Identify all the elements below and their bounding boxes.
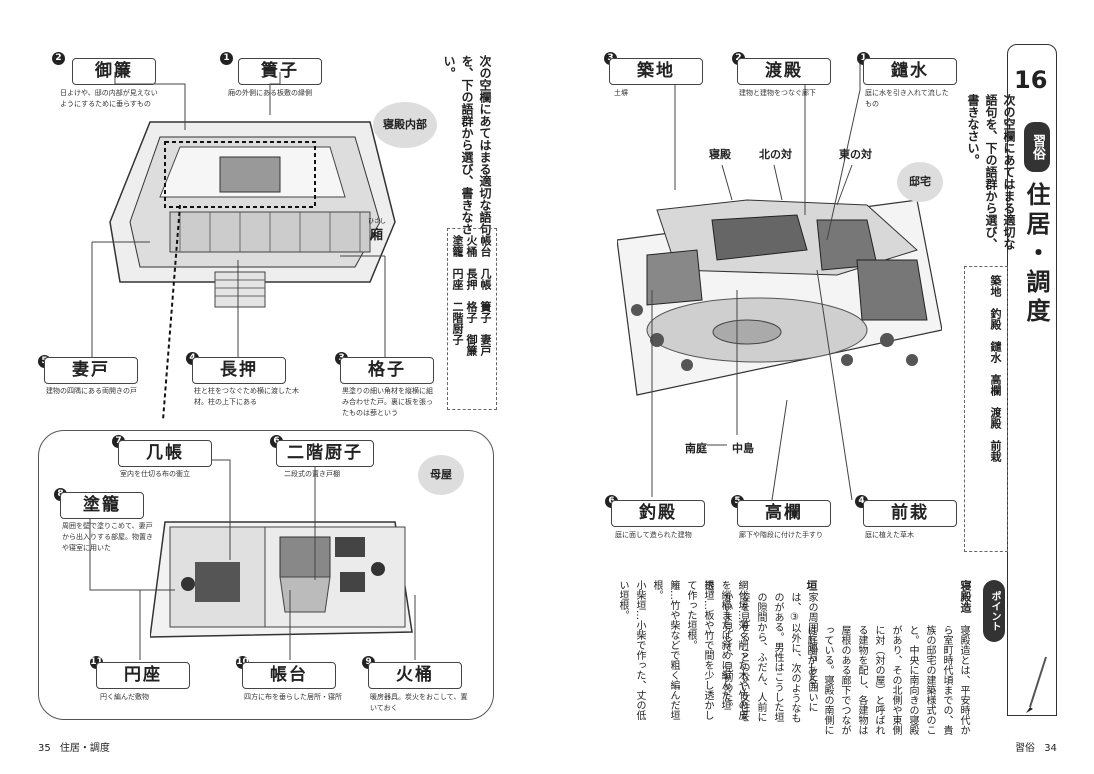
kaki-item: 小柴垣…小柴で作った、丈の低い垣根。 [617, 580, 645, 720]
unit-number: 16 [1014, 66, 1048, 94]
word-bank-item: 鑓水 [989, 341, 1002, 363]
footer-category: 習俗 [1015, 743, 1035, 754]
term-box-nageshi: 長押 [192, 357, 286, 384]
term-desc: 柱と柱をつなぐため横に渡した木材。柱の上下にある [194, 387, 299, 406]
callout-number: 2 [52, 52, 65, 65]
term-box-tsumado: 妻戸 [44, 357, 138, 384]
moya-illustration [150, 521, 413, 638]
category-badge: 習俗 [1024, 122, 1050, 172]
term-desc: 庭に面して造られた建物 [615, 531, 692, 539]
estate-illustration [617, 199, 942, 396]
term-desc: 庭に植えた草木 [865, 531, 914, 539]
term-box-senzai: 前栽 [863, 500, 957, 527]
left-page: 2 御簾 日よけや、邸の内部が見えないようにするために垂らすもの 1 簀子 廂の… [38, 52, 497, 754]
word-bank-item: 前栽 [989, 440, 1002, 462]
word-bank-item: 格子 [465, 301, 478, 323]
moya-panel [38, 430, 494, 720]
word-bank-item: 長押 [465, 268, 478, 290]
building-label-nakajima: 中島 [732, 442, 754, 455]
word-bank-item: 簀子 [479, 301, 492, 323]
building-label-kitanotai: 北の対 [759, 148, 792, 161]
word-bank-item: 円座 [451, 268, 464, 290]
kaki-title: 垣 [805, 580, 818, 591]
word-bank-item: 帳台 [479, 235, 492, 257]
term-box-sunoko: 簀子 [238, 58, 322, 85]
term-desc: 土塀 [614, 89, 628, 97]
right-word-bank: 築地 釣殿 鑓水 高欄 渡殿 前栽 [964, 266, 1008, 552]
term-box-misu: 御簾 [72, 58, 156, 85]
left-footer: 35 住居・調度 [38, 739, 110, 754]
right-footer: 習俗 34 [1015, 739, 1057, 754]
term-box-enza: 円座 [96, 662, 190, 689]
term-box-kicho: 几帳 [118, 440, 212, 467]
term-desc: 四方に布を垂らした居所・寝所 [244, 693, 342, 701]
callout-lines-top [91, 72, 386, 420]
unit-title: 住居・調度 [1022, 182, 1050, 327]
term-desc: 暖房器具。炭火をおこして、置いておく [370, 693, 468, 712]
kaki-item: 籬…竹や柴などで粗く編んだ垣根。 [651, 580, 679, 720]
page-number: 34 [1044, 743, 1057, 754]
word-bank-item: 渡殿 [989, 407, 1002, 429]
term-box-yarimizu: 鑓水 [863, 58, 957, 85]
term-desc: 廊下や階段に付けた手すり [739, 531, 823, 539]
page-number: 35 [38, 743, 51, 754]
left-word-bank: 帳台 几帳 簀子 妻戸 火桶 長押 格子 御簾 塗籠 円座 二階厨子 [447, 228, 497, 410]
term-box-watadono: 渡殿 [737, 58, 831, 85]
region-label-interior: 寝殿内部 [373, 102, 437, 148]
term-desc: 周囲を壁で塗りこめて、妻戸から出入りする部屋。物置きや寝室に用いた [62, 522, 153, 552]
term-desc: 建物の四隅にある両開きの戸 [46, 387, 137, 395]
word-bank-item: 釣殿 [989, 308, 1002, 330]
term-box-tsuiji: 築地 [609, 58, 703, 85]
building-label-shinden: 寝殿 [709, 148, 731, 161]
term-box-chodai: 帳台 [242, 662, 336, 689]
word-bank-item: 築地 [989, 275, 1002, 297]
point-title: 寝殿造 [959, 580, 972, 613]
kaki-text: 家の周囲に巡らした囲いには、③以外に、次のようなものがある。男性はこうした垣の隙… [721, 592, 817, 723]
hisashi-label: 廂 [370, 228, 384, 243]
term-box-hioke: 火桶 [368, 662, 462, 689]
word-bank-item: 几帳 [479, 268, 492, 290]
house-interior-illustration [109, 121, 396, 308]
point-text: 寝殿造とは、平安時代から室町時代頃までの、貴族の邸宅の建築様式のこと。中央に南向… [805, 625, 969, 735]
building-label-higashinotai: 東の対 [839, 148, 872, 161]
brush-icon [1026, 656, 1047, 713]
callout-lines-estate [651, 58, 861, 501]
callout-number: 1 [220, 52, 233, 65]
building-label-nantei: 南庭 [685, 442, 707, 455]
word-bank-item: 妻戸 [479, 334, 492, 356]
term-box-koran: 高欄 [737, 500, 831, 527]
term-box-koshi: 格子 [340, 357, 434, 384]
right-question: 次の空欄にあてはまる適切な語句を、下の語群から選び、書きなさい。 [966, 94, 1016, 250]
left-question: 次の空欄にあてはまる適切な語句を、下の語群から選び、書きなさい。 [442, 55, 492, 235]
term-box-nurigome: 塗籠 [60, 492, 144, 519]
term-desc: 室内を仕切る布の衝立 [120, 470, 190, 478]
term-desc: 黒塗りの細い角材を縦横に組み合わせた戸。裏に板を張ったものは蔀という [342, 387, 433, 417]
right-page: 16 習俗 住居・調度 次の空欄にあてはまる適切な語句を、下の語群から選び、書き… [547, 0, 1094, 774]
hisashi-ruby: ひさし [368, 218, 387, 225]
term-desc: 庭に水を引き入れて流したもの [865, 89, 949, 108]
term-desc: 建物と建物をつなぐ廊下 [739, 89, 816, 97]
word-bank-item: 塗籠 [451, 235, 464, 257]
term-desc: 二段式の置き戸棚 [284, 470, 340, 478]
word-bank-item: 御簾 [465, 334, 478, 356]
term-box-nikaizushi: 二階厨子 [276, 440, 374, 467]
region-label-moya: 母屋 [418, 455, 464, 495]
footer-title: 住居・調度 [59, 743, 110, 754]
term-box-tsuridono: 釣殿 [611, 500, 705, 527]
point-badge: ポイント [983, 580, 1005, 642]
word-bank-item: 火桶 [465, 235, 478, 257]
term-desc: 日よけや、邸の内部が見えないようにするために垂らすもの [60, 89, 158, 108]
word-bank-item: 高欄 [989, 374, 1002, 396]
region-label-estate: 邸宅 [897, 162, 943, 202]
kaki-item: 透垣…板や竹で間を少し透かして作った垣根。 [685, 580, 713, 720]
kaki-item: 網代垣…薄く削った木や竹の皮を縦横または斜めに編んだ垣根。 [702, 580, 747, 720]
term-desc: 円く編んだ敷物 [100, 693, 149, 701]
word-bank-item: 二階厨子 [451, 301, 464, 345]
